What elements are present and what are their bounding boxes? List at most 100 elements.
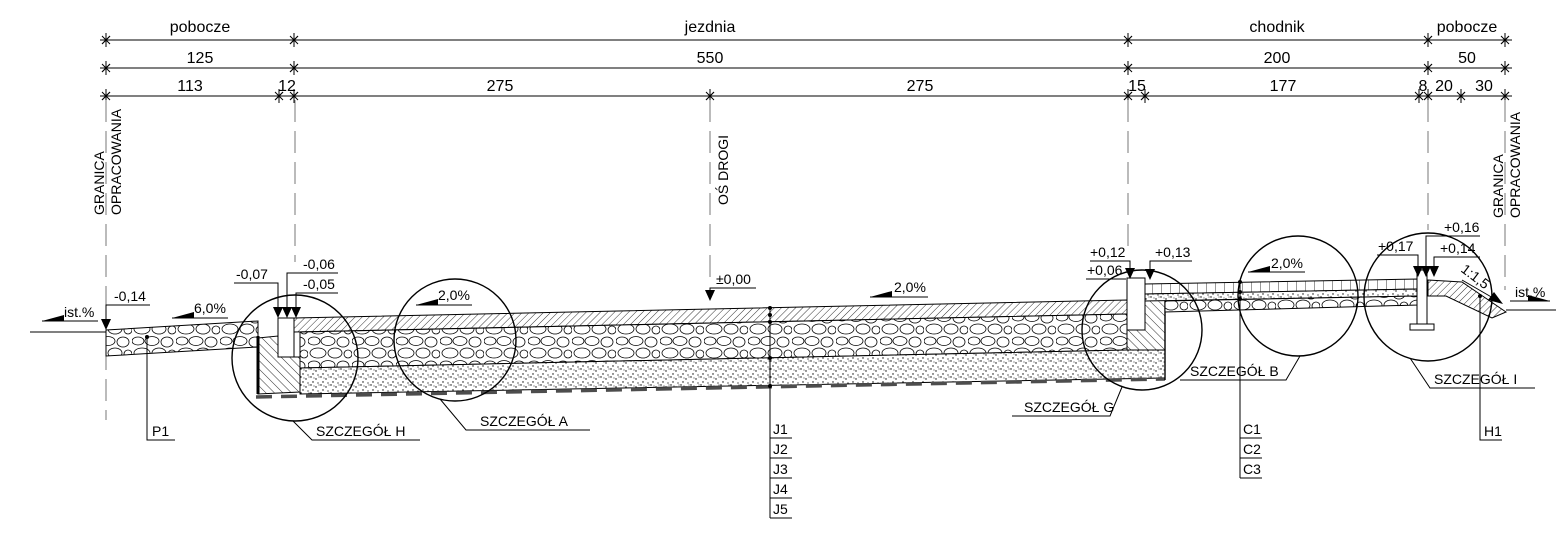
elevation-value: +0,14 (1440, 240, 1476, 256)
slope-indicator-existing-left: ist.% (42, 304, 98, 322)
elevation-value: -0,06 (303, 256, 335, 272)
detail-label-b: SZCZEGÓŁ B (1190, 363, 1279, 379)
layer-leader-sidewalk: C1 C2 C3 (1238, 280, 1262, 479)
dimension-value: 113 (177, 78, 203, 95)
dimension-row-details: 113 12 275 275 15 177 8 20 30 (100, 78, 1512, 104)
slope-indicator-road-left: 2,0% (416, 287, 472, 306)
slope-value: 2,0% (438, 287, 470, 303)
curb-stone-left (277, 317, 295, 358)
layer-label: J2 (773, 441, 788, 457)
slope-indicator-shoulder: 6,0% (172, 300, 228, 319)
slope-value: 2,0% (1271, 255, 1303, 271)
dimension-row-totals: 125 550 200 50 (100, 50, 1512, 76)
geotextile-line (255, 377, 1166, 399)
elevation-triangle (1125, 268, 1135, 279)
elevation-triangle (273, 307, 283, 318)
road-axis-label: OŚ DROGI (714, 135, 731, 205)
boundary-label-left: GRANICA OPRACOWANIA (91, 108, 124, 215)
detail-leader-b (1180, 355, 1301, 381)
slope-value: ist.% (64, 304, 94, 320)
curb-stone-right (1126, 277, 1146, 331)
elevation-triangle (101, 319, 111, 330)
detail-circle-a (393, 278, 517, 402)
detail-circle-b (1237, 235, 1359, 357)
detail-leader-h (292, 420, 420, 441)
dimension-value: 125 (187, 50, 214, 67)
dimension-value: 275 (907, 78, 934, 95)
detail-circle-g (1081, 269, 1203, 391)
layer-label: J4 (773, 481, 788, 497)
detail-leader-i (1409, 357, 1535, 389)
dimension-value: 550 (697, 50, 724, 67)
layer-leader-shoulder-right: H1 (1478, 294, 1502, 441)
elevation-triangle (1429, 266, 1439, 277)
layer-label: C2 (1243, 441, 1261, 457)
boundary-label-line1: GRANICA (91, 151, 107, 215)
detail-label-h: SZCZEGÓŁ H (316, 423, 405, 439)
elevation-value: +0,13 (1155, 244, 1191, 260)
slope-indicator-sidewalk: 2,0% (1248, 255, 1305, 273)
elevation-markers: -0,14 -0,07 -0,06 -0,05 ±0,00 +0,12 (101, 219, 1480, 330)
layer-label: P1 (152, 423, 169, 439)
detail-label-g: SZCZEGÓŁ G (1024, 399, 1114, 415)
dimension-value: 50 (1458, 50, 1476, 67)
elevation-marker: -0,14 (101, 288, 150, 330)
boundary-label-line1: GRANICA (1490, 154, 1506, 218)
boundary-label-line2: OPRACOWANIA (1507, 111, 1523, 218)
slope-arrow-icon (416, 299, 438, 305)
elevation-value: +0,12 (1090, 244, 1126, 260)
section-label-carriageway: jezdnia (684, 19, 736, 36)
slope-indicator-existing-right: ist.% (1510, 284, 1550, 302)
reference-lines (105, 100, 1506, 420)
detail-label-i: SZCZEGÓŁ I (1434, 371, 1517, 387)
shoulder-right-layer (1427, 279, 1508, 319)
dimension-value: 8 (1419, 78, 1428, 95)
layer-label: J5 (773, 501, 788, 517)
dimension-value: 200 (1264, 50, 1291, 67)
elevation-value: +0,06 (1087, 262, 1123, 278)
elevation-marker: +0,06 (1086, 262, 1126, 280)
dimension-value: 177 (1270, 78, 1297, 95)
slope-indicator-road-right: 2,0% (870, 279, 928, 298)
detail-leader-a (439, 398, 590, 431)
slope-value: ist.% (1515, 284, 1545, 300)
elevation-value: -0,05 (303, 276, 335, 292)
elevation-value: ±0,00 (716, 271, 751, 287)
elevation-triangle (1145, 269, 1155, 280)
dimension-value: 12 (278, 78, 296, 95)
elevation-value: -0,07 (236, 266, 268, 282)
slope-value: 2,0% (894, 279, 926, 295)
elevation-value: +0,16 (1444, 219, 1480, 235)
slope-arrow-icon (1488, 292, 1503, 304)
slope-value: 6,0% (194, 300, 226, 316)
dimension-value: 30 (1475, 78, 1493, 95)
layer-label: C1 (1243, 421, 1261, 437)
edge-curb (1416, 269, 1428, 325)
elevation-marker: +0,13 (1145, 244, 1192, 280)
slope-arrow-icon (1248, 266, 1270, 272)
elevation-value: +0,17 (1378, 238, 1414, 254)
elevation-triangle (705, 290, 715, 301)
boundary-label-line2: OPRACOWANIA (108, 108, 124, 215)
detail-circle-h (231, 294, 359, 422)
dimension-value: 20 (1435, 78, 1453, 95)
section-label-sidewalk: chodnik (1249, 19, 1305, 36)
layer-leader-road: J1 J2 J3 J4 J5 (768, 306, 792, 519)
slope-arrow-icon (42, 315, 64, 321)
dimension-value: 275 (487, 78, 514, 95)
layer-label: J1 (773, 421, 788, 437)
detail-leader-g (1012, 386, 1123, 417)
section-label-shoulder-right: pobocze (1437, 19, 1498, 36)
dimension-row-sections: pobocze jezdnia chodnik pobocze (100, 19, 1512, 48)
layer-label: H1 (1484, 423, 1502, 439)
elevation-marker: +0,17 (1377, 238, 1423, 277)
layer-label: J3 (773, 461, 788, 477)
cross-section (30, 269, 1556, 399)
elevation-triangle (282, 307, 292, 318)
slope-arrow-icon (172, 312, 194, 318)
elevation-marker: +0,16 (1421, 219, 1480, 277)
layer-label: C3 (1243, 461, 1261, 477)
elevation-marker: -0,06 (282, 256, 338, 318)
elevation-marker: -0,07 (234, 266, 283, 318)
